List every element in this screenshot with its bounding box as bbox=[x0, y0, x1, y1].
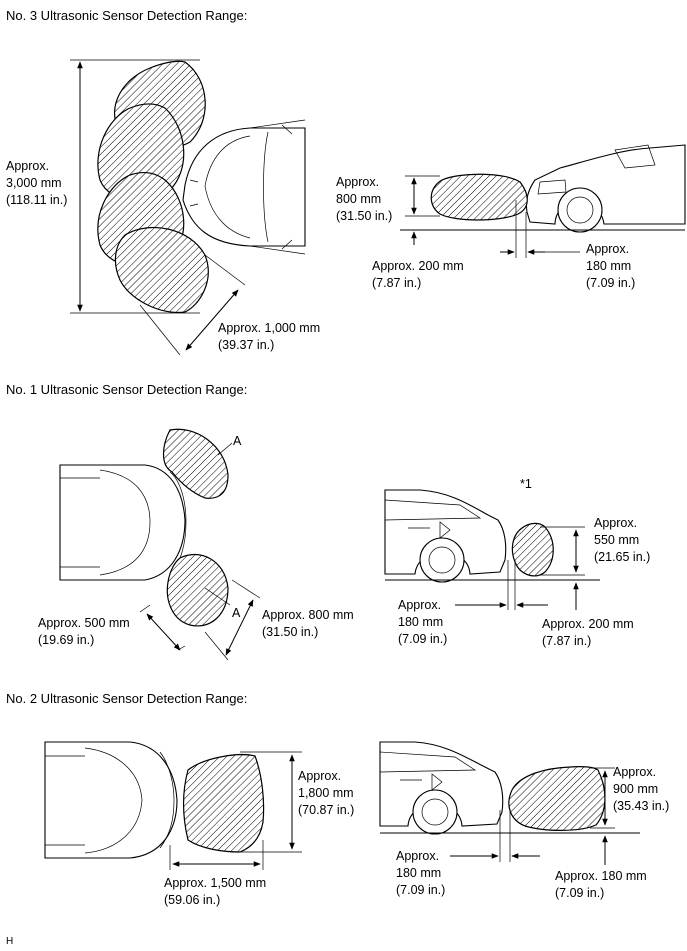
no3-side-car bbox=[525, 144, 686, 225]
no3-side-zone bbox=[430, 173, 528, 221]
no3-depth-dimension bbox=[185, 289, 239, 351]
no2-depth-line1: Approx. 1,500 mm bbox=[164, 876, 266, 890]
no1-gap-line2: 180 mm bbox=[398, 615, 443, 629]
no3-side-height-line3: (31.50 in.) bbox=[336, 209, 392, 223]
no3-side-view: Approx. 800 mm (31.50 in.) Approx. 200 m… bbox=[336, 144, 686, 290]
no2-side-zone bbox=[508, 766, 606, 831]
no1-side-wheel bbox=[419, 537, 465, 583]
no3-depth-line2: (39.37 in.) bbox=[218, 338, 274, 352]
no1-zone-top bbox=[162, 428, 229, 499]
no1-heading: No. 1 Ultrasonic Sensor Detection Range: bbox=[6, 382, 247, 397]
no3-span-line1: Approx. bbox=[6, 159, 49, 173]
no1-width-line2: (19.69 in.) bbox=[38, 633, 94, 647]
no3-span-line3: (118.11 in.) bbox=[6, 193, 67, 207]
no2-depth-line2: (59.06 in.) bbox=[164, 893, 220, 907]
no1-ground-line2: (7.87 in.) bbox=[542, 634, 591, 648]
no1-top-view: A A Approx. 500 mm (19.69 in.) Approx. 8… bbox=[38, 428, 354, 661]
no3-zone-4 bbox=[114, 226, 209, 313]
no2-ground-line1: Approx. 180 mm bbox=[555, 869, 647, 883]
no1-width-dimension bbox=[146, 613, 181, 651]
no2-gap-line1: Approx. bbox=[396, 849, 439, 863]
no3-depth-line1: Approx. 1,000 mm bbox=[218, 321, 320, 335]
no1-side-height-line1: Approx. bbox=[594, 516, 637, 530]
no1-side-height-line2: 550 mm bbox=[594, 533, 639, 547]
no1-side-height-line3: (21.65 in.) bbox=[594, 550, 650, 564]
no3-side-height-line2: 800 mm bbox=[336, 192, 381, 206]
no1-note: *1 bbox=[520, 477, 532, 491]
no2-side-height-line2: 900 mm bbox=[613, 782, 658, 796]
no2-top-view: Approx. 1,800 mm (70.87 in.) Approx. 1,5… bbox=[44, 741, 354, 907]
no3-ground-line2: (7.87 in.) bbox=[372, 276, 421, 290]
no2-ground-line2: (7.09 in.) bbox=[555, 886, 604, 900]
no3-ground-line1: Approx. 200 mm bbox=[372, 259, 464, 273]
no1-gap-line1: Approx. bbox=[398, 598, 441, 612]
no1-depth-dimension bbox=[225, 599, 254, 656]
no2-width-line3: (70.87 in.) bbox=[298, 803, 354, 817]
no3-gap-line1: Approx. bbox=[586, 242, 629, 256]
no3-span-line2: 3,000 mm bbox=[6, 176, 62, 190]
no2-side-height-line1: Approx. bbox=[613, 765, 656, 779]
no3-gap-line3: (7.09 in.) bbox=[586, 276, 635, 290]
footer-code: H bbox=[6, 936, 13, 947]
no2-side-height-line3: (35.43 in.) bbox=[613, 799, 669, 813]
no1-side-zone bbox=[511, 522, 554, 577]
no1-side-view: *1 Approx. 550 mm (21.65 in.) Approx. 18… bbox=[384, 477, 650, 648]
no3-top-view: Approx. 3,000 mm (118.11 in.) Approx. 1,… bbox=[6, 59, 320, 356]
no2-width-line1: Approx. bbox=[298, 769, 341, 783]
no3-top-car bbox=[182, 127, 306, 247]
no2-gap-line2: 180 mm bbox=[396, 866, 441, 880]
no1-ground-line1: Approx. 200 mm bbox=[542, 617, 634, 631]
no2-heading: No. 2 Ultrasonic Sensor Detection Range: bbox=[6, 691, 247, 706]
no3-gap-line2: 180 mm bbox=[586, 259, 631, 273]
no1-label-a-top: A bbox=[233, 434, 242, 448]
no1-zone-bottom bbox=[166, 553, 229, 627]
no3-zone-2 bbox=[97, 103, 185, 201]
no1-width-line1: Approx. 500 mm bbox=[38, 616, 130, 630]
no2-top-car bbox=[44, 741, 178, 859]
no3-side-wheel bbox=[557, 187, 603, 233]
no1-top-car bbox=[59, 464, 186, 581]
no1-gap-line3: (7.09 in.) bbox=[398, 632, 447, 646]
no1-depth-line2: (31.50 in.) bbox=[262, 625, 318, 639]
no3-heading: No. 3 Ultrasonic Sensor Detection Range: bbox=[6, 8, 247, 23]
no1-depth-line1: Approx. 800 mm bbox=[262, 608, 354, 622]
no2-gap-line3: (7.09 in.) bbox=[396, 883, 445, 897]
no2-top-zone bbox=[182, 754, 265, 853]
no2-width-line2: 1,800 mm bbox=[298, 786, 354, 800]
no2-side-wheel bbox=[412, 789, 458, 835]
no2-side-view: Approx. 900 mm (35.43 in.) Approx. 180 m… bbox=[379, 741, 669, 900]
no3-side-height-line1: Approx. bbox=[336, 175, 379, 189]
no1-label-a-bottom: A bbox=[232, 606, 241, 620]
